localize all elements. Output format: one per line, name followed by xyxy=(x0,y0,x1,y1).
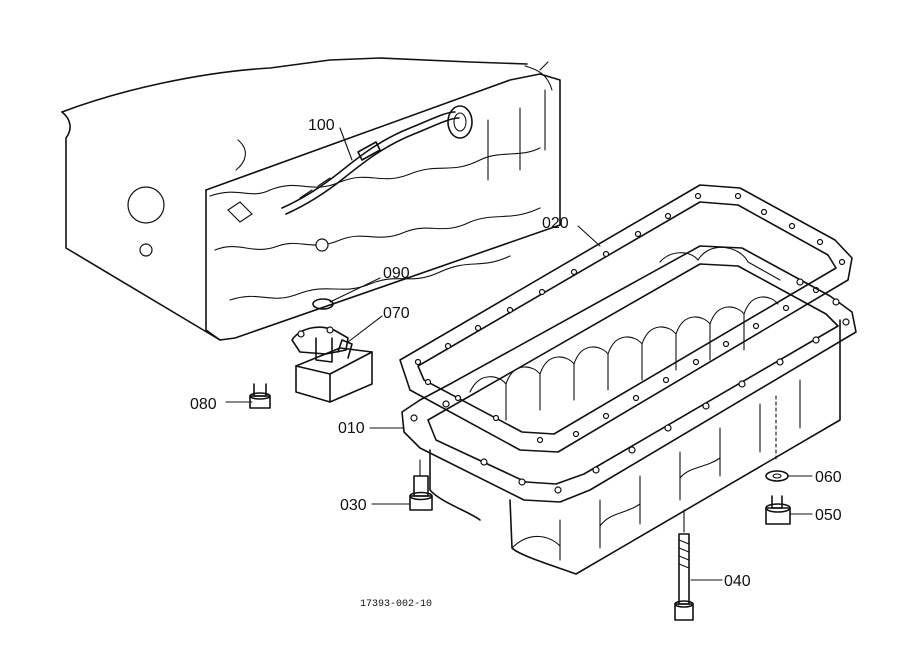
pan-flange-holes xyxy=(410,278,850,494)
label-080[interactable]: 080 xyxy=(190,396,217,413)
drain-plug-050 xyxy=(765,495,791,525)
bolt-080 xyxy=(249,383,271,409)
label-060[interactable]: 060 xyxy=(815,469,842,486)
label-090[interactable]: 090 xyxy=(383,265,410,282)
bolt-040 xyxy=(674,509,694,621)
label-050[interactable]: 050 xyxy=(815,507,842,524)
engine-block xyxy=(61,57,561,341)
label-010[interactable]: 010 xyxy=(338,420,365,437)
label-100[interactable]: 100 xyxy=(308,117,335,134)
gasket-020 xyxy=(399,184,853,453)
label-070[interactable]: 070 xyxy=(383,305,410,322)
o-ring-090 xyxy=(312,298,334,310)
label-030[interactable]: 030 xyxy=(340,497,367,514)
leader-lines xyxy=(225,127,813,581)
oil-pan-010 xyxy=(401,245,857,575)
label-020[interactable]: 020 xyxy=(542,215,569,232)
drawing-code: 17393-002-10 xyxy=(360,599,432,610)
gasket-bolt-holes xyxy=(414,192,846,444)
dipstick-guide-100 xyxy=(281,105,473,215)
bolt-030 xyxy=(409,459,433,511)
washer-060 xyxy=(765,395,789,482)
oil-strainer-070 xyxy=(291,326,373,403)
part-labels: 100 020 090 070 080 010 030 040 060 050 … xyxy=(190,117,842,610)
label-040[interactable]: 040 xyxy=(724,573,751,590)
